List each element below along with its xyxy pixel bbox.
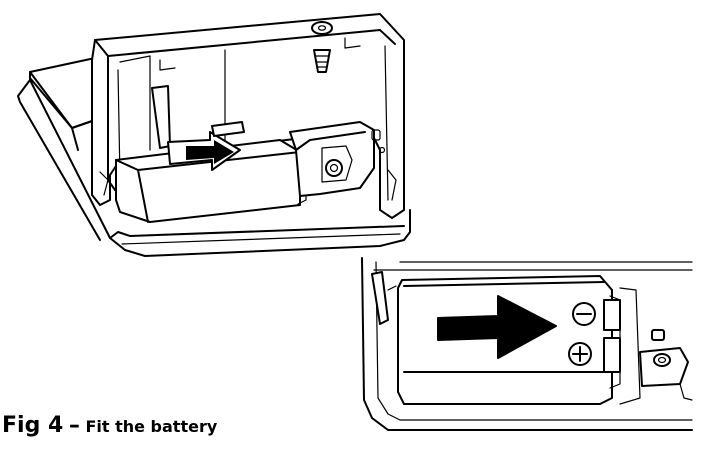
battery-icon <box>115 139 307 223</box>
screw-icon <box>311 21 333 73</box>
caption-separator: – <box>68 413 80 438</box>
top-illustration <box>17 13 411 257</box>
plus-terminal-icon <box>568 342 592 366</box>
arrow-right-icon <box>167 121 245 171</box>
terminal-block <box>289 121 386 197</box>
figure-caption: Fig 4 – Fit the battery <box>2 415 217 437</box>
detail-housing-outline <box>361 257 693 431</box>
housing-base <box>17 57 411 257</box>
battery-terminals <box>603 287 641 405</box>
arrow-right-icon <box>437 295 557 359</box>
lid-edge <box>371 271 389 325</box>
detail-illustration <box>361 257 693 431</box>
figure-number: Fig 4 <box>2 413 64 438</box>
minus-terminal-icon <box>572 302 596 326</box>
screw-icon <box>639 329 693 401</box>
figure-title: Fit the battery <box>85 417 218 436</box>
